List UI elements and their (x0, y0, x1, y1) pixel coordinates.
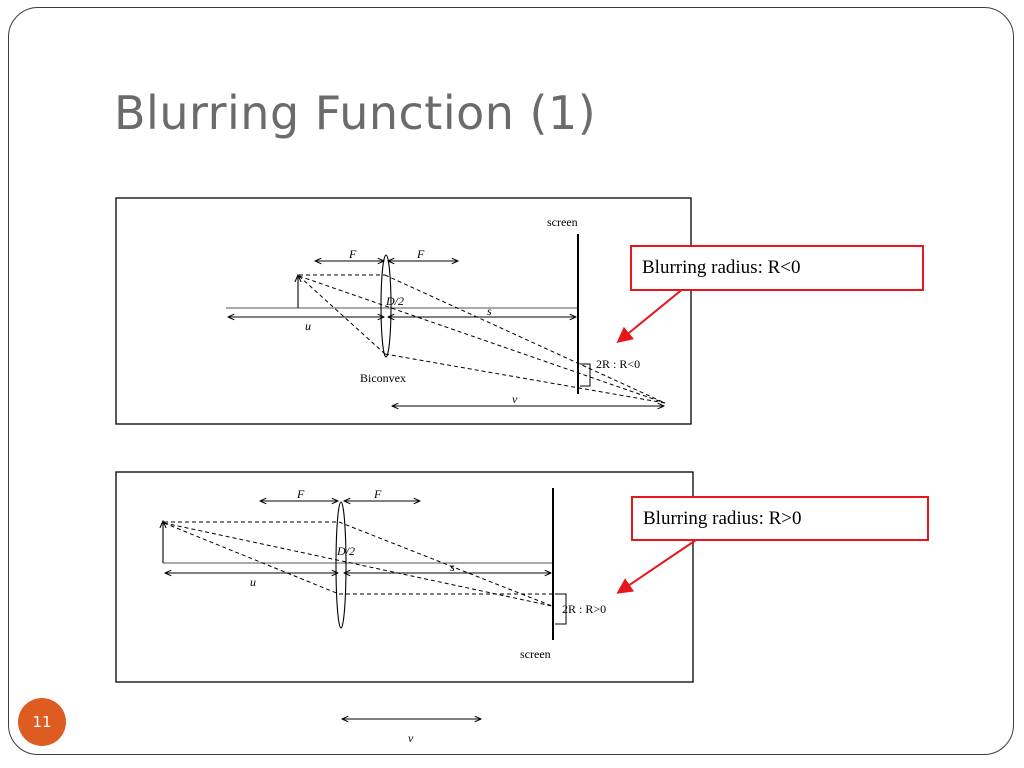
blur-bracket (555, 593, 567, 625)
f-right-label: F (416, 247, 425, 261)
lens-label: Biconvex (360, 371, 406, 385)
v-label: v (512, 392, 518, 406)
biconvex-lens (335, 501, 347, 629)
v-label: v (408, 731, 414, 745)
half-aperture-label: D/2 (336, 544, 355, 558)
blur-label: 2R : R>0 (562, 602, 606, 616)
callout-positive-text: Blurring radius: R>0 (643, 507, 802, 529)
f-left-label: F (296, 487, 305, 501)
s-label: s (487, 304, 492, 318)
biconvex-lens (380, 254, 392, 358)
light-rays (298, 274, 666, 404)
f-right-label: F (373, 487, 382, 501)
u-label: u (305, 319, 311, 333)
callout-negative-radius: Blurring radius: R<0 (630, 245, 924, 291)
half-aperture-label: D/2 (385, 294, 404, 308)
callout-arrow-positive (616, 539, 697, 594)
screen-label: screen (520, 647, 551, 661)
blur-bracket (580, 363, 591, 387)
callout-positive-radius: Blurring radius: R>0 (631, 496, 929, 541)
diagram-2: screen F F u s D/2 2R : R>0 v (115, 471, 694, 745)
diagram-1: screen Biconvex F F u s D/2 2R : R<0 v (115, 197, 692, 425)
callout-arrow-negative (616, 287, 685, 344)
slide-title: Blurring Function (1) (114, 86, 597, 140)
diagram-1-frame (115, 197, 692, 425)
slide-number-badge: 11 (18, 698, 66, 746)
slide-frame (8, 7, 1014, 755)
screen-label: screen (547, 215, 578, 229)
u-label: u (250, 575, 256, 589)
light-rays (163, 521, 553, 607)
s-label: s (450, 560, 455, 574)
f-left-label: F (348, 247, 357, 261)
callout-negative-text: Blurring radius: R<0 (642, 257, 801, 278)
blur-label: 2R : R<0 (596, 357, 640, 371)
diagram-2-frame (115, 471, 694, 683)
